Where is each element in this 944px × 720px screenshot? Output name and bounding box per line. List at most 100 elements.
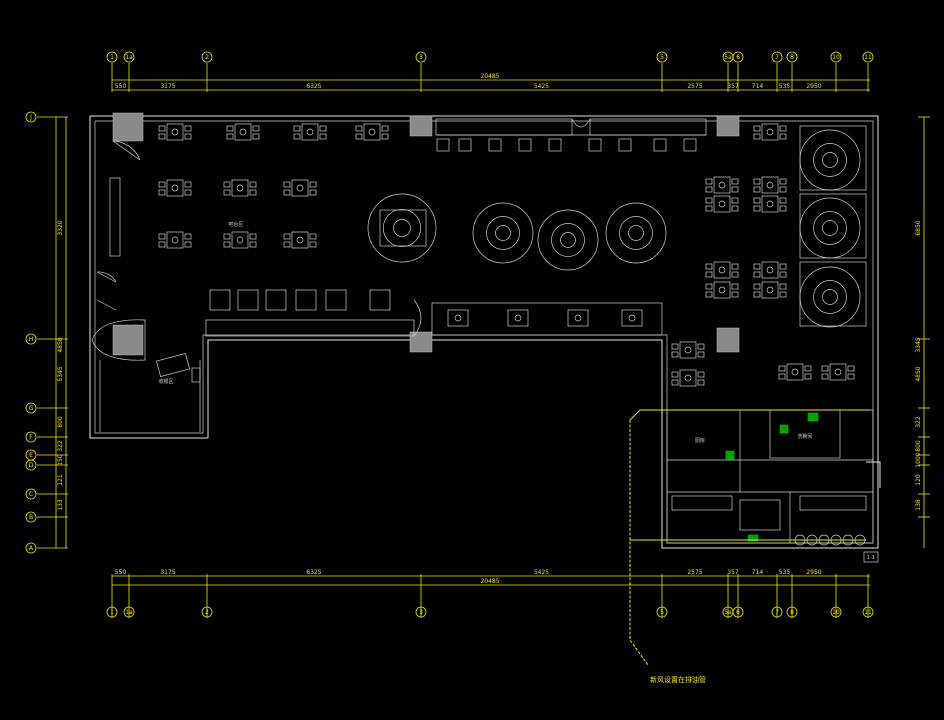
- dim-segment: 6325: [306, 83, 321, 90]
- grid-bubble-label: 6: [736, 609, 740, 616]
- grid-bubble-label: 5a: [724, 609, 732, 616]
- chair: [705, 178, 713, 185]
- dim-segment: 322: [57, 440, 64, 452]
- grid-bubble: [415, 606, 427, 618]
- grid-bubble: [656, 51, 668, 63]
- booth-table: [507, 309, 529, 327]
- table-center: [718, 266, 726, 274]
- grid-bubble: [123, 606, 135, 618]
- dim-segment: 2950: [806, 83, 821, 90]
- round-table-center: [822, 152, 838, 168]
- table: [713, 195, 731, 213]
- chair: [249, 233, 257, 240]
- dim-segment: 535: [779, 569, 791, 576]
- wash-room-label: 洗碗间: [797, 433, 812, 440]
- chair: [184, 189, 192, 196]
- chair: [778, 365, 786, 372]
- grid-bubble: [732, 606, 744, 618]
- grid-bubble-label: 10: [832, 609, 840, 616]
- table: [786, 363, 804, 381]
- chair: [184, 241, 192, 248]
- booth-seat: [209, 289, 231, 311]
- chair: [779, 186, 787, 193]
- grid-bubble-label: D: [29, 462, 34, 469]
- dim-segment: 121: [57, 474, 64, 486]
- booth-seat: [295, 289, 317, 311]
- grid-bubble-label: 1: [110, 609, 114, 616]
- table: [713, 176, 731, 194]
- chair: [779, 125, 787, 132]
- table: [234, 123, 252, 141]
- grid-bubble: [106, 606, 118, 618]
- chair: [779, 263, 787, 270]
- round-table-center: [822, 289, 838, 305]
- bar-stool: [488, 138, 502, 152]
- chair: [309, 181, 317, 188]
- chair: [753, 283, 761, 290]
- dim-segment: 322: [915, 416, 922, 428]
- chair: [705, 291, 713, 298]
- dim-segment: 6325: [306, 569, 321, 576]
- grid-bubble: [862, 51, 874, 63]
- table: [679, 369, 697, 387]
- chair: [283, 241, 291, 248]
- grid-bubble: [786, 51, 798, 63]
- chair: [223, 181, 231, 188]
- chair: [779, 197, 787, 204]
- grid-bubble: [771, 606, 783, 618]
- round-table: [382, 208, 422, 248]
- grid-bubble: [732, 51, 744, 63]
- chair: [381, 125, 389, 132]
- table-center: [766, 286, 774, 294]
- lounge-sofa: [379, 209, 427, 247]
- chair: [779, 205, 787, 212]
- grid-bubble-label: G: [29, 405, 34, 412]
- table: [713, 261, 731, 279]
- chair: [731, 263, 739, 270]
- dim-segment: 3175: [160, 569, 175, 576]
- grid-bubble-label: 7: [775, 609, 779, 616]
- chair: [249, 241, 257, 248]
- grid-bubble: [106, 51, 118, 63]
- grid-bubble-label: 5: [660, 609, 664, 616]
- dim-segment: 4850: [915, 366, 922, 381]
- dim-segment: 4850: [57, 337, 64, 352]
- structural-columns: [112, 112, 740, 356]
- table-center: [684, 374, 692, 382]
- round-table-center: [495, 225, 511, 241]
- grid-bubble: [862, 606, 874, 618]
- dim-segment: 5345: [57, 366, 64, 381]
- table: [363, 123, 381, 141]
- round-table-center: [822, 220, 838, 236]
- bar-stool: [436, 138, 450, 152]
- chair: [697, 351, 705, 358]
- grid-bubble-label: 7: [775, 54, 779, 61]
- booth-seat: [325, 289, 347, 311]
- chair: [184, 233, 192, 240]
- chair: [821, 373, 829, 380]
- table-center: [766, 200, 774, 208]
- dim-segment: 800: [915, 440, 922, 452]
- dim-segment: 1000: [915, 452, 922, 467]
- entrance-area: 收银区: [91, 140, 201, 432]
- chair: [804, 373, 812, 380]
- grid-bubble: [786, 606, 798, 618]
- dim-segment: 2575: [687, 83, 702, 90]
- bar-area-label: 吧台区: [228, 221, 243, 228]
- booth-center: [574, 314, 582, 322]
- grid-bubble-label: 11: [864, 609, 872, 616]
- chair: [731, 283, 739, 290]
- grid-bubble-label: 6: [736, 54, 740, 61]
- round-booth: [367, 193, 437, 263]
- round-table: [486, 216, 520, 250]
- chair: [223, 241, 231, 248]
- table-center: [368, 128, 376, 136]
- bar-counter: 吧台区: [228, 118, 707, 228]
- round-table-center: [560, 232, 576, 248]
- dim-segment: 357: [727, 569, 739, 576]
- chair: [293, 125, 301, 132]
- chair: [779, 271, 787, 278]
- chair: [249, 189, 257, 196]
